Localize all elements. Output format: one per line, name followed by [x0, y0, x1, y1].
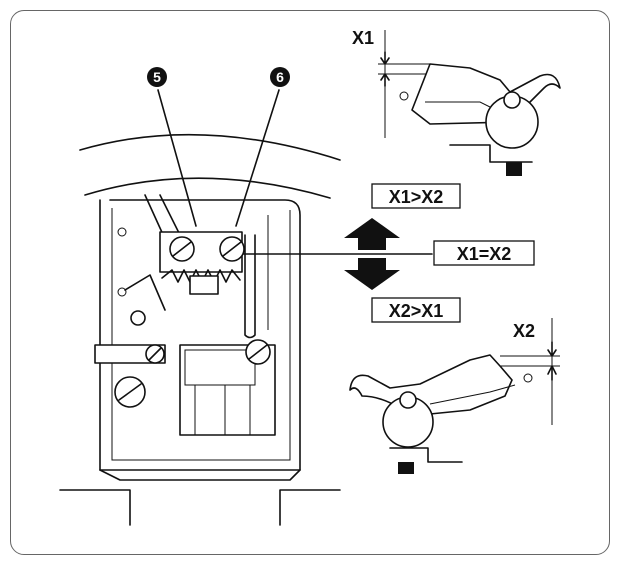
x2-looper-blade	[349, 354, 513, 416]
housing-hole	[117, 227, 127, 237]
label-x2-greater: X2>X1	[389, 301, 444, 321]
x2-blade-edge	[429, 384, 516, 405]
label-x1-greater: X1>X2	[389, 187, 444, 207]
adjust-up-arrow-icon	[344, 218, 400, 250]
detail-x1: X1	[352, 28, 561, 176]
plinth-right	[279, 489, 341, 526]
lower-block-top	[184, 349, 256, 386]
x1-base-nut	[506, 162, 522, 176]
label-box-x1-greater	[371, 183, 461, 209]
plinth-left	[59, 489, 131, 526]
figure-frame	[10, 10, 610, 555]
housing-outline	[99, 199, 301, 471]
lever-screw	[130, 310, 146, 326]
callout-5: 5	[147, 67, 167, 87]
lever-pin-top	[117, 287, 127, 297]
label-box-x2-greater	[371, 297, 461, 323]
label-x1-equal: X1=X2	[457, 244, 512, 264]
callout-5-number: 5	[153, 69, 161, 85]
screw-icon	[145, 344, 165, 364]
label-box-x1-equal	[433, 240, 535, 266]
vertical-slot	[244, 234, 256, 339]
x1-arrow-down	[380, 51, 390, 65]
adjust-down-arrow-icon	[344, 258, 400, 290]
x1-hole	[399, 91, 409, 101]
x1-hook-hub	[503, 91, 521, 109]
screw-icon	[114, 376, 146, 408]
leader-6	[235, 89, 280, 227]
x2-arrow-up	[547, 365, 557, 381]
x1-arrow-up	[380, 73, 390, 87]
lower-block-ribs	[194, 385, 251, 435]
machine-body	[59, 133, 341, 526]
leader-5	[157, 89, 197, 227]
housing-inner-edge	[111, 208, 291, 461]
detail-x2: X2	[349, 318, 560, 474]
screw-icon	[245, 339, 271, 365]
dim-label-x2: X2	[513, 321, 535, 341]
spring-seat	[189, 275, 219, 295]
housing-base	[99, 469, 301, 481]
callout-6: 6	[270, 67, 290, 87]
screw-icon	[219, 236, 245, 262]
x2-hole	[523, 373, 533, 383]
side-lever	[124, 274, 166, 311]
screw-icon	[169, 236, 195, 262]
dim-label-x1: X1	[352, 28, 374, 48]
x2-base	[389, 447, 463, 463]
x2-hook-hub	[399, 391, 417, 409]
lower-block	[179, 344, 276, 436]
x2-base-nut	[398, 462, 414, 474]
machine-arc-inner	[84, 177, 331, 199]
x2-arrow-down	[547, 341, 557, 357]
callout-6-number: 6	[276, 69, 284, 85]
machine-arc-outer	[79, 133, 341, 161]
